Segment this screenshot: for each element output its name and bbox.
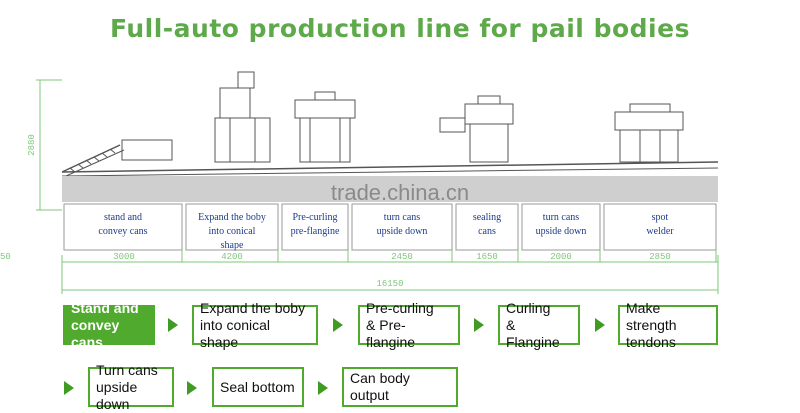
flow-step-pre-curling: Pre-curling & Pre-flangine [358, 300, 460, 350]
flow-step-seal-bottom: Seal bottom [212, 367, 304, 407]
station-label: shape [221, 240, 244, 251]
station-label: turn cans [384, 212, 420, 223]
flow-arrow-icon [318, 381, 328, 395]
expander-machine [214, 71, 271, 163]
flow-arrow-icon [595, 318, 605, 332]
station-label: Pre-curling [293, 212, 338, 223]
production-line-drawing: 2880 trade.china.cn stand [0, 71, 719, 294]
flow-arrow-icon [187, 381, 197, 395]
flow-step-stand-convey: Stand and convey cans [63, 300, 155, 350]
flow-step-expand: Expand the boby into conical shape [192, 300, 318, 350]
flow-step-turn-cans: Turn cans upside down [88, 362, 174, 412]
flow-arrow-icon [474, 318, 484, 332]
station-box [455, 203, 519, 251]
flow-step-strength-tendons: Make strength tendons [618, 300, 718, 350]
station-label: pre-flangine [291, 226, 340, 237]
flow-step-output: Can body output [342, 367, 458, 407]
station-dim-label: 3000 [113, 252, 135, 262]
station-dim-label: 1650 [476, 252, 498, 262]
feeder-table [121, 139, 173, 161]
sealing-machine [439, 95, 514, 163]
station-dim-label: 2450 [391, 252, 413, 262]
total-dim-label: 16150 [376, 279, 403, 289]
watermark: trade.china.cn [331, 180, 469, 205]
station-dim-label: 2850 [649, 252, 671, 262]
station-label: into conical [209, 226, 256, 237]
station-label: spot [652, 212, 669, 223]
station-box [351, 203, 453, 251]
spot-welder-machine [614, 103, 684, 163]
station-dim-label: 2450 [0, 252, 11, 262]
height-dim-label: 2880 [27, 134, 37, 156]
station-label: upside down [377, 226, 428, 237]
station-label: upside down [536, 226, 587, 237]
station-label: Expand the boby [198, 212, 266, 223]
page-title: Full-auto production line for pail bodie… [110, 14, 690, 43]
station-label: convey cans [98, 226, 147, 237]
flow-arrow-icon [333, 318, 343, 332]
station-box [521, 203, 601, 251]
flow-arrow-icon [64, 381, 74, 395]
station-dim-label: 2000 [550, 252, 572, 262]
station-dim-label: 4200 [221, 252, 243, 262]
machine-base-band [62, 176, 718, 202]
pre-curling-machine [294, 91, 356, 163]
conveyor-rail [61, 161, 719, 173]
station-label: sealing [473, 212, 501, 223]
station-box [281, 203, 349, 251]
station-label: turn cans [543, 212, 579, 223]
station-label: welder [646, 226, 674, 237]
station-box [603, 203, 717, 251]
station-box [185, 203, 279, 251]
flow-step-curling: Curling & Flangine [498, 300, 580, 350]
station-box [63, 203, 183, 251]
station-label: cans [478, 226, 496, 237]
station-label: stand and [104, 212, 142, 223]
flow-arrow-icon [168, 318, 178, 332]
